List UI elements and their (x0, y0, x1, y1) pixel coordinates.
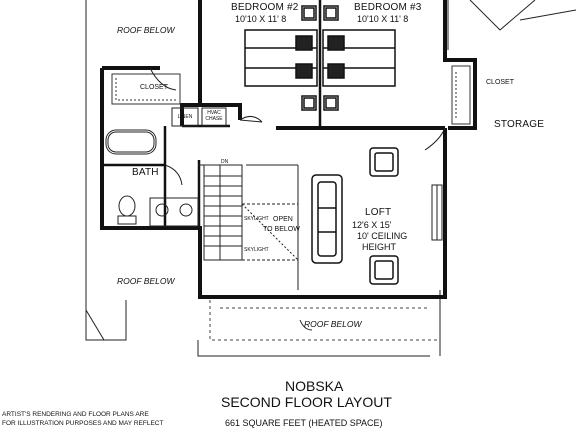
bedroom-2-size: 10'10 X 11' 8 (235, 14, 287, 24)
hvac-box (201, 107, 227, 127)
plan-subtitle: SECOND FLOOR LAYOUT (221, 394, 392, 410)
hvac-label: HVAC CHASE (205, 110, 223, 122)
closet-right-label: CLOSET (486, 79, 515, 86)
plan-area: 661 SQUARE FEET (HEATED SPACE) (225, 418, 383, 428)
loft-size: 12'6 X 15' (352, 220, 392, 230)
linen-label: LINEN (177, 114, 193, 120)
open-to-below (241, 164, 299, 290)
open-label-line-1: OPEN (273, 216, 293, 223)
bedroom-3-name: BEDROOM #3 (354, 2, 422, 13)
nightstands (301, 5, 339, 111)
disclaimer-line-1: ARTIST'S RENDERING AND FLOOR PLANS ARE (2, 411, 149, 418)
closet-left (111, 73, 181, 105)
sofa (311, 174, 343, 264)
door-swings (149, 67, 446, 331)
loft-ceiling-line-2: HEIGHT (362, 242, 397, 252)
disclaimer-line-2: FOR ILLUSTRATION PURPOSES AND MAY REFLEC… (2, 420, 164, 427)
windows (431, 184, 443, 241)
skylight-label-1: SKYLIGHT (244, 216, 269, 222)
bedroom-2-name: BEDROOM #2 (231, 2, 299, 13)
bath-label: BATH (132, 167, 159, 178)
bed-bedroom-3 (322, 29, 396, 87)
stairs (198, 164, 243, 261)
roof-below-bottom: ROOF BELOW (304, 319, 362, 329)
armchairs (369, 147, 399, 285)
stair-dn-label: DN (221, 159, 229, 165)
loft-ceiling-line-1: 10' CEILING (357, 231, 408, 241)
bed-bedroom-2 (244, 29, 318, 87)
plan-title: NOBSKA (285, 378, 344, 394)
roof-below-top: ROOF BELOW (117, 25, 175, 35)
skylight-label-2: SKYLIGHT (244, 247, 269, 253)
bath-fixtures (105, 129, 199, 227)
storage-label: STORAGE (494, 119, 545, 130)
roof-below-left: ROOF BELOW (117, 276, 175, 286)
bedroom-3-size: 10'10 X 11' 8 (357, 14, 409, 24)
porch-below (209, 300, 440, 341)
closet-left-label: CLOSET (140, 84, 169, 91)
exterior-walls (100, 0, 477, 299)
closet-right (451, 65, 471, 125)
roof-outlines (85, 0, 576, 357)
linen-box (171, 107, 199, 127)
open-label-line-2: TO BELOW (263, 226, 300, 233)
loft-name: LOFT (365, 207, 392, 218)
